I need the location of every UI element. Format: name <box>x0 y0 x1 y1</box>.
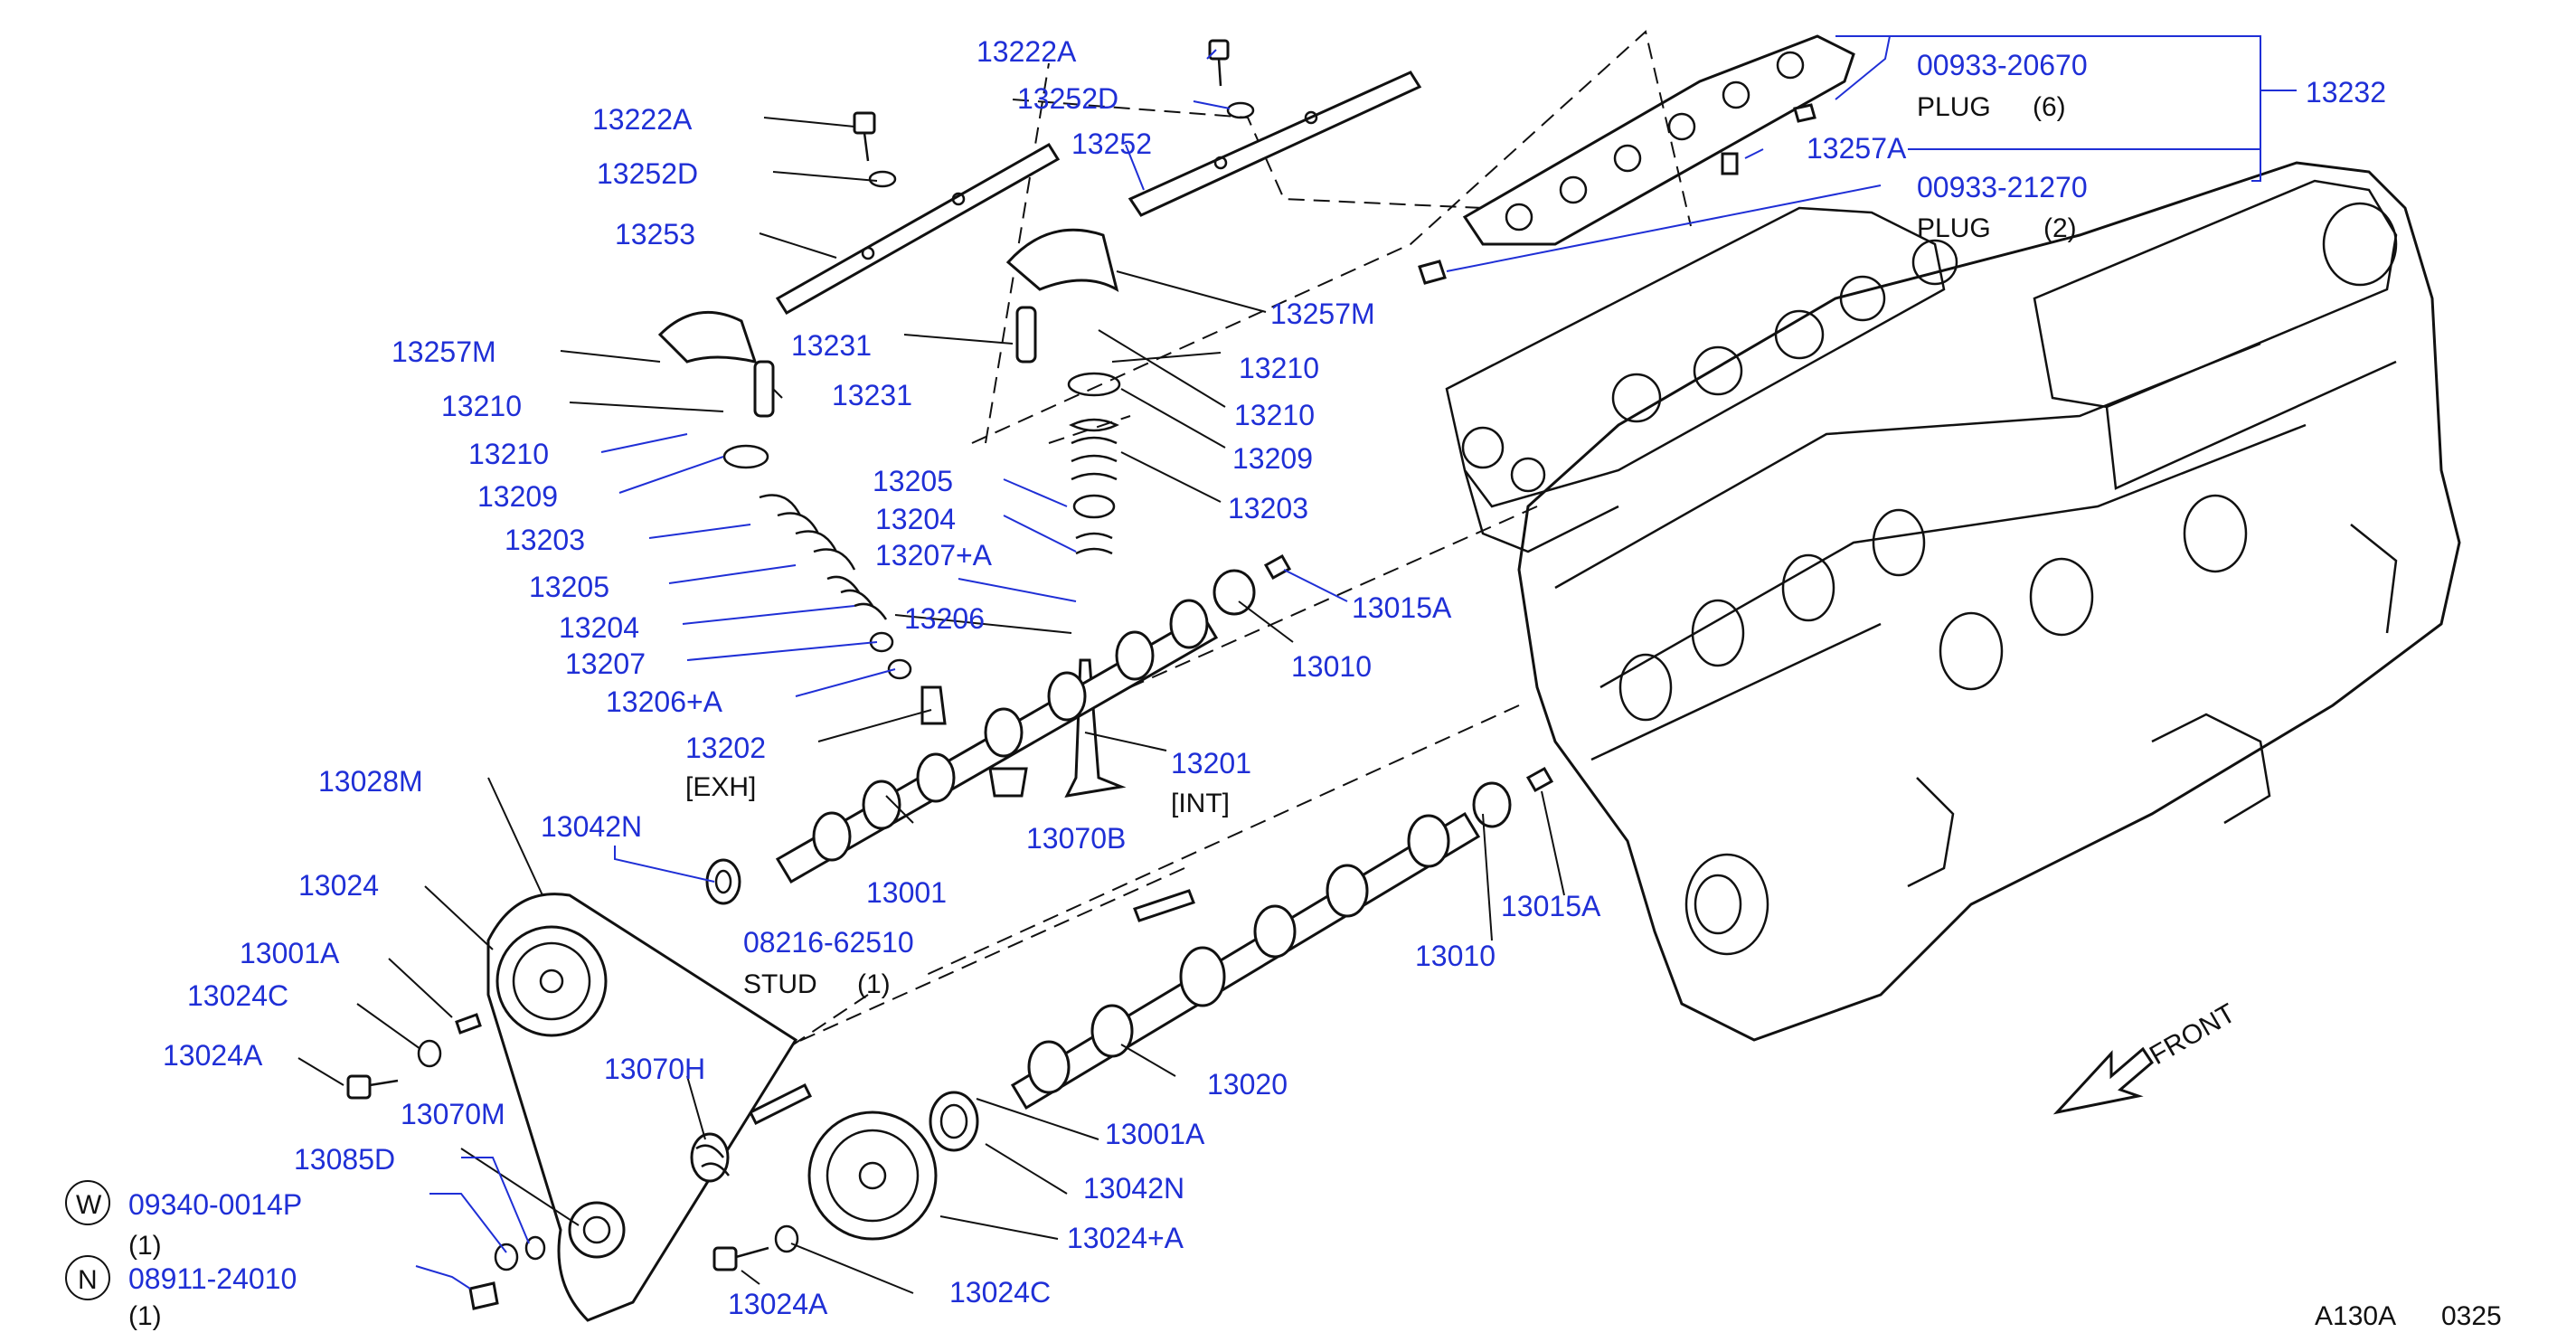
rocker-shafts <box>775 71 1422 316</box>
callout-13015A-top: 13015A <box>1352 591 1452 624</box>
callout-13257M-right: 13257M <box>1270 298 1375 330</box>
plug-6-label: PLUG <box>1917 92 1991 122</box>
w-circle-icon <box>65 1180 110 1225</box>
callout-13001: 13001 <box>866 876 947 909</box>
w-marker: W <box>76 1190 102 1220</box>
callout-08216-62510: 08216-62510 <box>743 926 914 959</box>
callout-13257A: 13257A <box>1807 132 1907 165</box>
valve-springs <box>722 372 1121 680</box>
camshaft-lower <box>929 766 1554 1152</box>
callout-13209-left: 13209 <box>477 480 558 513</box>
n-marker: N <box>78 1265 98 1295</box>
callout-13210-r1: 13210 <box>1239 352 1319 384</box>
top-bolts <box>853 39 1255 188</box>
callout-13206: 13206 <box>904 602 985 635</box>
exh-label: [EXH] <box>685 772 756 802</box>
callout-13024A-left: 13024A <box>163 1039 263 1072</box>
callout-13252: 13252 <box>1071 128 1152 160</box>
callout-13222A-top: 13222A <box>977 35 1077 68</box>
callout-13210-r2: 13210 <box>1234 399 1315 431</box>
callout-13201: 13201 <box>1171 747 1251 780</box>
callout-13209-right: 13209 <box>1232 442 1313 475</box>
plug-2-qty: (2) <box>2043 213 2077 243</box>
callout-08911-24010: 08911-24010 <box>128 1262 297 1295</box>
stud-label: STUD <box>743 969 817 999</box>
callout-13024C-left: 13024C <box>187 979 288 1012</box>
front-arrow-icon <box>2052 1046 2154 1115</box>
callout-13232: 13232 <box>2306 76 2386 109</box>
callout-13001A-left: 13001A <box>240 937 340 969</box>
studs <box>748 889 1195 1126</box>
callout-13024A-plus: 13024+A <box>1067 1222 1184 1254</box>
callout-13070H: 13070H <box>604 1053 705 1085</box>
callout-09340-0014P: 09340-0014P <box>128 1188 302 1221</box>
callout-08911-qty: (1) <box>128 1301 162 1331</box>
callout-00933-21270: 00933-21270 <box>1917 171 2088 203</box>
stud-qty: (1) <box>857 969 891 999</box>
plug-6-qty: (6) <box>2033 92 2066 122</box>
callout-13210-l2: 13210 <box>468 438 549 470</box>
callout-13206A: 13206+A <box>606 685 723 718</box>
callout-13070B: 13070B <box>1026 822 1126 855</box>
callout-09340-qty: (1) <box>128 1231 162 1261</box>
callout-13204-mid: 13204 <box>875 503 956 535</box>
callout-13028M: 13028M <box>318 765 423 798</box>
callout-13207A: 13207+A <box>875 539 993 572</box>
callout-13231-a: 13231 <box>791 329 872 362</box>
callout-13210-l1: 13210 <box>441 390 522 422</box>
callout-13042N-top: 13042N <box>541 810 642 843</box>
callout-13257M-left: 13257M <box>392 336 496 368</box>
callout-13205-left: 13205 <box>529 571 609 603</box>
plug-2-label: PLUG <box>1917 213 1991 243</box>
callout-13010-bottom: 13010 <box>1415 940 1496 972</box>
callout-13203-left: 13203 <box>505 524 585 556</box>
callout-13015A-bottom: 13015A <box>1501 890 1601 922</box>
rocker-arms <box>657 228 1119 418</box>
callout-13222A-left: 13222A <box>592 103 693 136</box>
callout-13205-mid: 13205 <box>873 465 953 497</box>
callout-13024: 13024 <box>298 869 379 902</box>
callout-13024C-bottom: 13024C <box>949 1276 1051 1309</box>
callout-13010-top: 13010 <box>1291 650 1372 683</box>
callout-13203-right: 13203 <box>1228 492 1308 525</box>
callout-13042N-bottom: 13042N <box>1083 1172 1184 1205</box>
n-circle-icon <box>65 1255 110 1300</box>
front-label: FRONT <box>2145 998 2241 1071</box>
callout-13253: 13253 <box>615 218 695 250</box>
engine-block-drawing <box>1445 161 2461 1042</box>
callout-13001A-right: 13001A <box>1105 1118 1205 1150</box>
sheet-code: A130A <box>2315 1301 2396 1331</box>
cylinder-head-plug-drawing <box>1418 34 1855 285</box>
callout-00933-20670: 00933-20670 <box>1917 49 2088 81</box>
sheet-number: 0325 <box>2441 1301 2502 1331</box>
callout-13202: 13202 <box>685 732 766 764</box>
callout-13207: 13207 <box>565 647 646 680</box>
callout-13024A-bottom: 13024A <box>728 1288 828 1320</box>
int-label: [INT] <box>1171 789 1230 818</box>
callout-13204-left: 13204 <box>559 611 639 644</box>
camshaft-upper <box>705 553 1292 905</box>
callout-13252D-left: 13252D <box>597 157 698 190</box>
callout-13070M: 13070M <box>401 1098 505 1130</box>
timing-belt-and-pulleys <box>346 893 938 1322</box>
callout-13085D: 13085D <box>294 1143 395 1176</box>
callout-13231-b: 13231 <box>832 379 912 411</box>
leader-lines <box>297 35 2297 1294</box>
callout-13252D-top: 13252D <box>1017 82 1118 115</box>
callout-13020: 13020 <box>1207 1068 1288 1101</box>
